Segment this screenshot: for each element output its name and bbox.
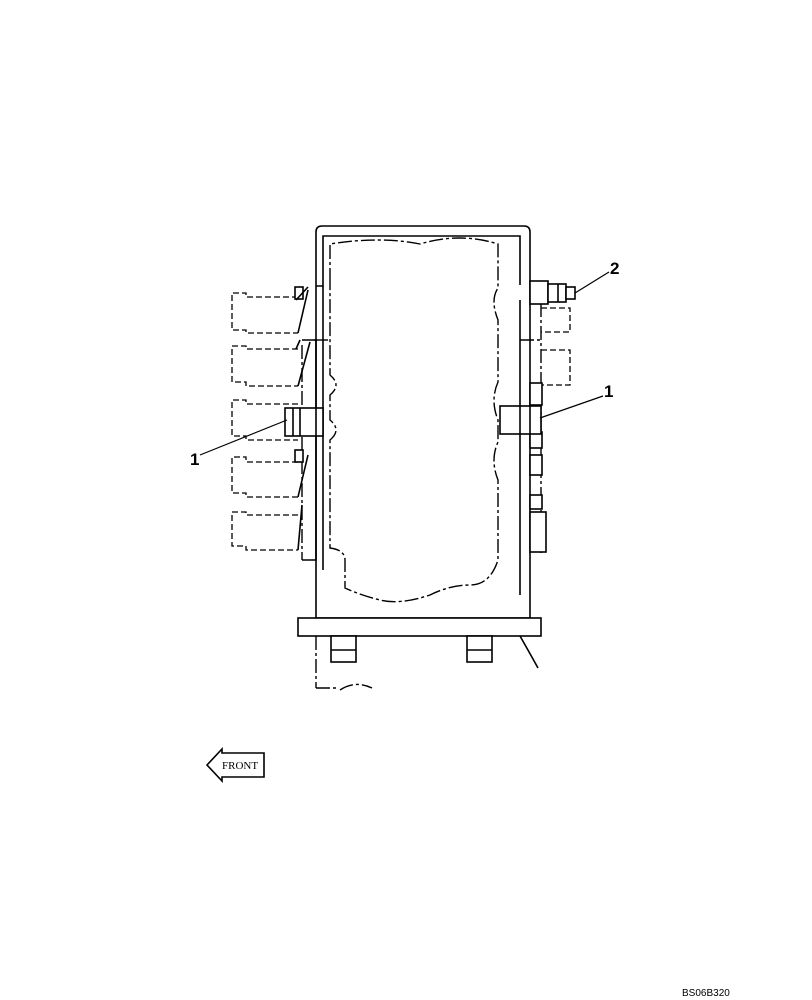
left-solenoid-1 [231, 286, 309, 334]
right-solenoid-bank [499, 280, 576, 553]
left-solenoid-3 [231, 399, 324, 441]
callout-label-right-2: 2 [610, 259, 619, 278]
left-mount-boss [330, 635, 357, 663]
callout-right-1: 1 [539, 382, 613, 419]
left-solenoid-2 [231, 339, 311, 387]
left-fitting-1 [284, 407, 324, 437]
figure-code: BS06B320 [682, 988, 730, 999]
right-fitting-1 [499, 405, 542, 435]
callout-right-2: 2 [574, 259, 619, 294]
left-solenoid-4 [231, 449, 309, 498]
callout-left-1: 1 [190, 419, 288, 469]
callout-label-right-1: 1 [604, 382, 613, 401]
front-arrow: FRONT [205, 746, 265, 784]
left-solenoid-bank [231, 286, 324, 561]
left-solenoid-5 [231, 504, 303, 551]
front-label: FRONT [222, 760, 258, 772]
right-fitting-2 [529, 280, 576, 305]
right-solenoid-2 [541, 349, 571, 386]
right-mount-boss [466, 635, 493, 663]
right-solenoid-1 [541, 307, 571, 333]
left-arrow-icon [205, 746, 265, 784]
base-plate [297, 617, 542, 691]
callout-label-left-1: 1 [190, 450, 199, 469]
